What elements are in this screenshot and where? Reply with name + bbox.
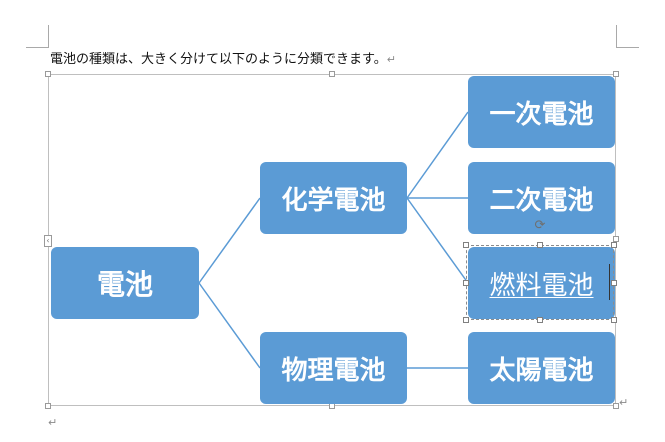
frame-resize-handle[interactable]	[613, 236, 619, 242]
node-solar-battery[interactable]: 太陽電池	[468, 332, 615, 404]
selection-resize-handle[interactable]	[537, 317, 543, 323]
text-cursor	[609, 264, 610, 300]
node-fuel-cell[interactable]: 燃料電池	[468, 247, 615, 319]
connector-chemical-primary	[406, 111, 469, 199]
node-physical-battery[interactable]: 物理電池	[260, 332, 407, 404]
frame-resize-handle[interactable]	[45, 71, 51, 77]
node-secondary-battery[interactable]: 二次電池	[468, 162, 615, 234]
paragraph-mark: ↵	[619, 396, 629, 409]
text-pane-toggle-icon[interactable]: ‹	[44, 235, 52, 247]
node-primary-battery[interactable]: 一次電池	[468, 76, 615, 148]
node-root[interactable]: 電池	[51, 247, 199, 319]
rotate-icon[interactable]: ⟳	[534, 218, 546, 233]
selection-resize-handle[interactable]	[463, 317, 469, 323]
frame-resize-handle[interactable]	[329, 71, 335, 77]
page-corner-mark-top-right	[616, 25, 639, 48]
connector-root-chemical	[198, 197, 261, 284]
paragraph-mark: ↵	[48, 416, 58, 429]
frame-resize-handle[interactable]	[613, 71, 619, 77]
selection-resize-handle[interactable]	[611, 280, 617, 286]
intro-paragraph-text[interactable]: 電池の種類は、大きく分けて以下のように分類できます。	[50, 52, 387, 67]
node-chemical-battery[interactable]: 化学電池	[260, 162, 407, 234]
selection-resize-handle[interactable]	[463, 242, 469, 248]
selection-resize-handle[interactable]	[537, 242, 543, 248]
frame-resize-handle[interactable]	[613, 403, 619, 409]
intro-paragraph[interactable]: 電池の種類は、大きく分けて以下のように分類できます。↵	[50, 52, 396, 68]
connector-root-physical	[198, 282, 261, 369]
selection-resize-handle[interactable]	[611, 242, 617, 248]
connector-chemical-fuel	[406, 197, 469, 284]
frame-resize-handle[interactable]	[45, 403, 51, 409]
page-corner-mark-top-left	[26, 25, 49, 48]
selection-resize-handle[interactable]	[463, 280, 469, 286]
selection-resize-handle[interactable]	[611, 317, 617, 323]
paragraph-mark: ↵	[386, 53, 396, 66]
